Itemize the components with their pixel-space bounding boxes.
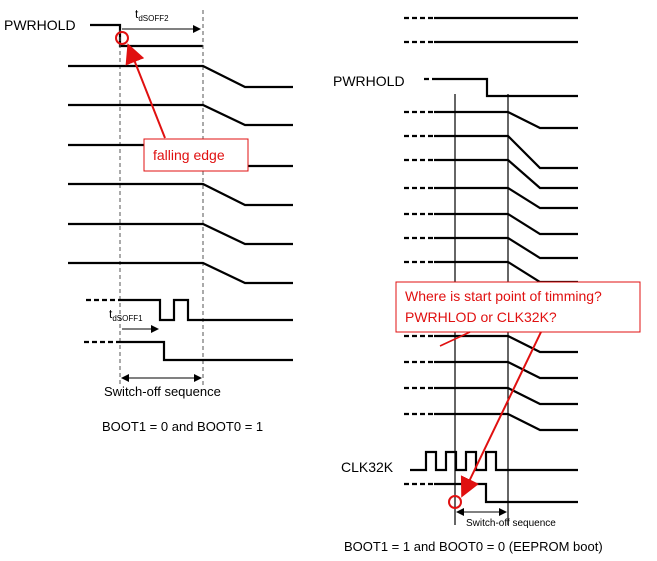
question-arrow-stub — [439, 331, 471, 347]
right-rail-11 — [434, 412, 578, 432]
left-reset-waveform — [120, 340, 293, 362]
falling-edge-box — [143, 138, 249, 172]
left-rail-4 — [68, 182, 293, 207]
question-box — [395, 281, 641, 333]
right-rail-3 — [434, 158, 578, 190]
left-sequence-label: Switch-off sequence — [104, 384, 221, 399]
falling-edge-arrow — [125, 43, 166, 139]
left-rail-2 — [68, 103, 293, 127]
left-timing-diagram: PWRHOLD tdSOFF2 tdSOFF1 Switch-off seque… — [4, 7, 293, 434]
right-rail-8 — [434, 334, 578, 354]
left-boot-caption: BOOT1 = 0 and BOOT0 = 1 — [102, 419, 263, 434]
right-rail-5 — [434, 212, 578, 236]
right-clk-waveform — [410, 450, 578, 472]
falling-edge-annotation: falling edge — [115, 31, 249, 172]
right-pwrhold-label: PWRHOLD — [333, 73, 405, 89]
falling-edge-circle — [115, 31, 129, 45]
left-rail-6 — [68, 261, 293, 285]
right-rail-2 — [434, 134, 578, 170]
right-sequence-label: Switch-off sequence — [466, 518, 556, 529]
left-pwrhold-label: PWRHOLD — [4, 17, 76, 33]
right-clk-label: CLK32K — [341, 459, 394, 475]
right-rail-4 — [434, 186, 578, 210]
left-rail-1 — [68, 64, 293, 89]
question-line-2: PWRHLOD or CLK32K? — [405, 309, 557, 325]
tdsoff1-label: tdSOFF1 — [109, 307, 143, 323]
right-rail-1 — [434, 110, 578, 130]
left-rail-5 — [68, 222, 293, 246]
right-pwrhold-waveform — [434, 77, 578, 98]
right-reset-waveform — [434, 482, 578, 504]
left-pwrhold-waveform — [90, 23, 203, 48]
right-timing-diagram: PWRHOLD CLK32K — [333, 16, 603, 554]
right-boot-caption: BOOT1 = 1 and BOOT0 = 0 (EEPROM boot) — [344, 539, 603, 554]
falling-edge-text: falling edge — [153, 147, 225, 163]
tdsoff2-label: tdSOFF2 — [135, 7, 169, 23]
question-arrow-to-pwrhold — [460, 331, 542, 498]
start-point-circle — [448, 495, 462, 509]
right-rail-6 — [434, 236, 578, 260]
question-line-1: Where is start point of timming? — [405, 288, 602, 304]
start-point-question-annotation: Where is start point of timming? PWRHLOD… — [395, 281, 641, 509]
left-pulse-waveform — [120, 298, 293, 322]
right-rail-9 — [434, 360, 578, 380]
right-rail-10 — [434, 386, 578, 406]
